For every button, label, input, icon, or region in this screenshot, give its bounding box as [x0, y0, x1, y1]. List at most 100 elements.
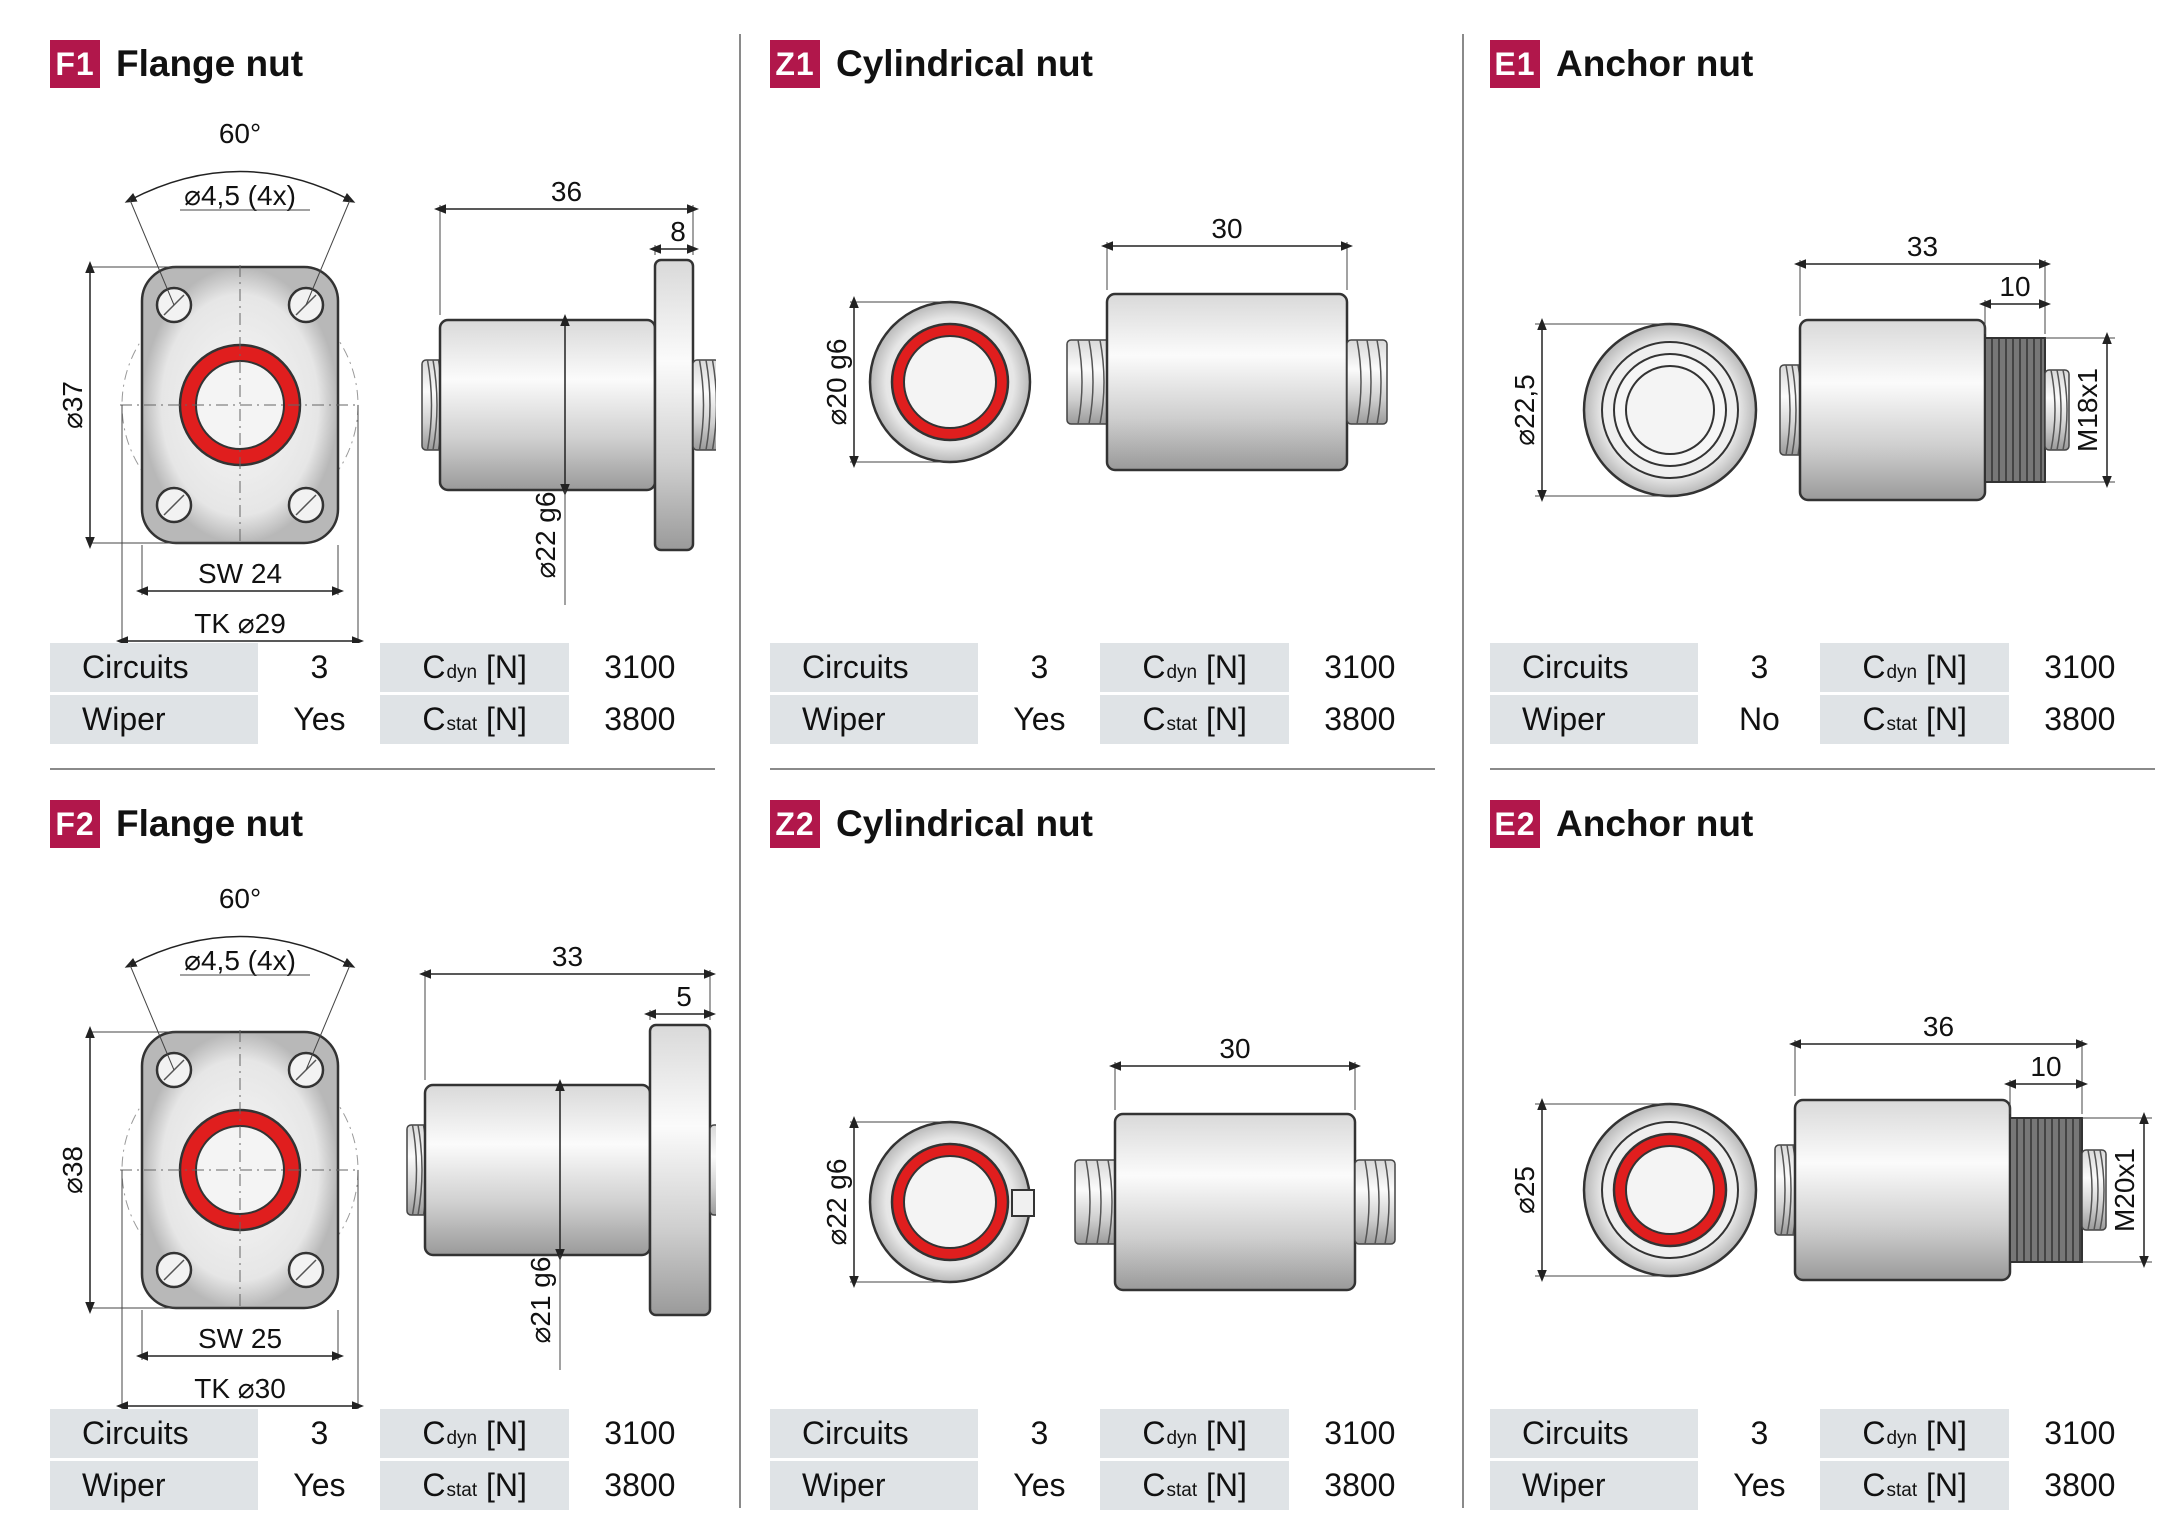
circuits-value: 3: [1698, 643, 1821, 692]
cstat-value: 3800: [1288, 1461, 1431, 1510]
panel-title: Anchor nut: [1556, 43, 1754, 84]
nut-body: [1113, 1112, 1357, 1292]
panel-header: E1 Anchor nut: [1490, 40, 1753, 88]
panel-header: E2 Anchor nut: [1490, 800, 1753, 848]
nut-body: [1105, 292, 1349, 472]
panel-title: Cylindrical nut: [836, 803, 1093, 844]
cdyn-value: 3100: [2008, 1409, 2151, 1458]
spec-row-circuits: Circuits 3 Cdyn [N] 3100: [770, 1409, 1431, 1458]
wiper-value: Yes: [258, 1461, 381, 1510]
spec-table: Circuits 3 Cdyn [N] 3100 Wiper No Cstat …: [1490, 640, 2151, 747]
variant-badge: E1: [1490, 40, 1540, 88]
spec-row-wiper: Wiper Yes Cstat [N] 3800: [770, 695, 1431, 744]
nut-body: [1798, 318, 1987, 502]
angle-label: 60°: [219, 118, 261, 149]
panel-header: Z1 Cylindrical nut: [770, 40, 1093, 88]
thread-label: M20x1: [2109, 1148, 2140, 1232]
length-label: 33: [552, 941, 583, 972]
spec-row-circuits: Circuits 3 Cdyn [N] 3100: [1490, 1409, 2151, 1458]
thread: [1984, 337, 2046, 483]
circuits-value: 3: [258, 1409, 381, 1458]
cstat-label: Cstat [N]: [380, 1461, 569, 1510]
circuits-value: 3: [1698, 1409, 1821, 1458]
nut-body: [438, 318, 657, 492]
spec-row-wiper: Wiper Yes Cstat [N] 3800: [1490, 1461, 2151, 1510]
hole-label: ⌀4,5 (4x): [184, 180, 296, 211]
cdyn-label: Cdyn [N]: [380, 1409, 569, 1458]
circuits-value: 3: [978, 643, 1101, 692]
diameter-label: ⌀22,5: [1509, 374, 1540, 445]
outer-diameter-label: ⌀37: [57, 381, 88, 429]
wiper-label: Wiper: [770, 1461, 979, 1510]
divider-vertical-1: [739, 34, 741, 1508]
thread: [2009, 1117, 2083, 1263]
variant-badge: E2: [1490, 800, 1540, 848]
wiper-value: Yes: [978, 695, 1101, 744]
cstat-label: Cstat [N]: [1820, 695, 2009, 744]
sw-label: SW 24: [198, 558, 282, 589]
flange-side: [648, 1023, 712, 1317]
spec-table: Circuits 3 Cdyn [N] 3100 Wiper Yes Cstat…: [50, 1406, 711, 1513]
panel-title: Anchor nut: [1556, 803, 1754, 844]
spec-table: Circuits 3 Cdyn [N] 3100 Wiper Yes Cstat…: [770, 640, 1431, 747]
flange-width-label: 8: [670, 216, 686, 247]
cdyn-label: Cdyn [N]: [1100, 643, 1289, 692]
circuits-label: Circuits: [1490, 643, 1699, 692]
cdyn-value: 3100: [1288, 643, 1431, 692]
panel-header: F2 Flange nut: [50, 800, 303, 848]
variant-badge: Z1: [770, 40, 820, 88]
sw-label: SW 25: [198, 1323, 282, 1354]
length-label: 30: [1211, 213, 1242, 244]
panel-title: Cylindrical nut: [836, 43, 1093, 84]
circuits-label: Circuits: [770, 1409, 979, 1458]
side-diameter-label: ⌀21 g6: [525, 1257, 556, 1344]
key-slot: [1011, 1189, 1035, 1217]
angle-label: 60°: [219, 883, 261, 914]
variant-badge: F1: [50, 40, 100, 88]
variant-badge: F2: [50, 800, 100, 848]
thread-length-label: 10: [1999, 271, 2030, 302]
wiper-label: Wiper: [770, 695, 979, 744]
panel-header: F1 Flange nut: [50, 40, 303, 88]
length-label: 33: [1907, 231, 1938, 262]
wiper-value: Yes: [978, 1461, 1101, 1510]
circuits-value: 3: [978, 1409, 1101, 1458]
hole-label: ⌀4,5 (4x): [184, 945, 296, 976]
spec-table: Circuits 3 Cdyn [N] 3100 Wiper Yes Cstat…: [770, 1406, 1431, 1513]
cdyn-label: Cdyn [N]: [1820, 643, 2009, 692]
wiper-label: Wiper: [50, 1461, 259, 1510]
cdyn-label: Cdyn [N]: [1820, 1409, 2009, 1458]
cdyn-value: 3100: [1288, 1409, 1431, 1458]
circuits-label: Circuits: [1490, 1409, 1699, 1458]
wiper-value: Yes: [1698, 1461, 1821, 1510]
length-label: 30: [1219, 1033, 1250, 1064]
wiper-label: Wiper: [1490, 695, 1699, 744]
cdyn-label: Cdyn [N]: [1100, 1409, 1289, 1458]
divider-horizontal-left: [50, 768, 715, 770]
length-label: 36: [551, 176, 582, 207]
flange-side: [653, 258, 695, 552]
cstat-label: Cstat [N]: [1100, 695, 1289, 744]
nut-body: [1793, 1098, 2012, 1282]
wiper-value: No: [1698, 695, 1821, 744]
circuits-label: Circuits: [50, 643, 259, 692]
diameter-label: ⌀25: [1509, 1166, 1540, 1214]
panel-header: Z2 Cylindrical nut: [770, 800, 1093, 848]
divider-horizontal-middle: [770, 768, 1435, 770]
cdyn-value: 3100: [2008, 643, 2151, 692]
spec-row-wiper: Wiper Yes Cstat [N] 3800: [50, 695, 711, 744]
cstat-value: 3800: [2008, 695, 2151, 744]
panel-title: Flange nut: [116, 803, 304, 844]
variant-badge: Z2: [770, 800, 820, 848]
cstat-value: 3800: [568, 1461, 711, 1510]
